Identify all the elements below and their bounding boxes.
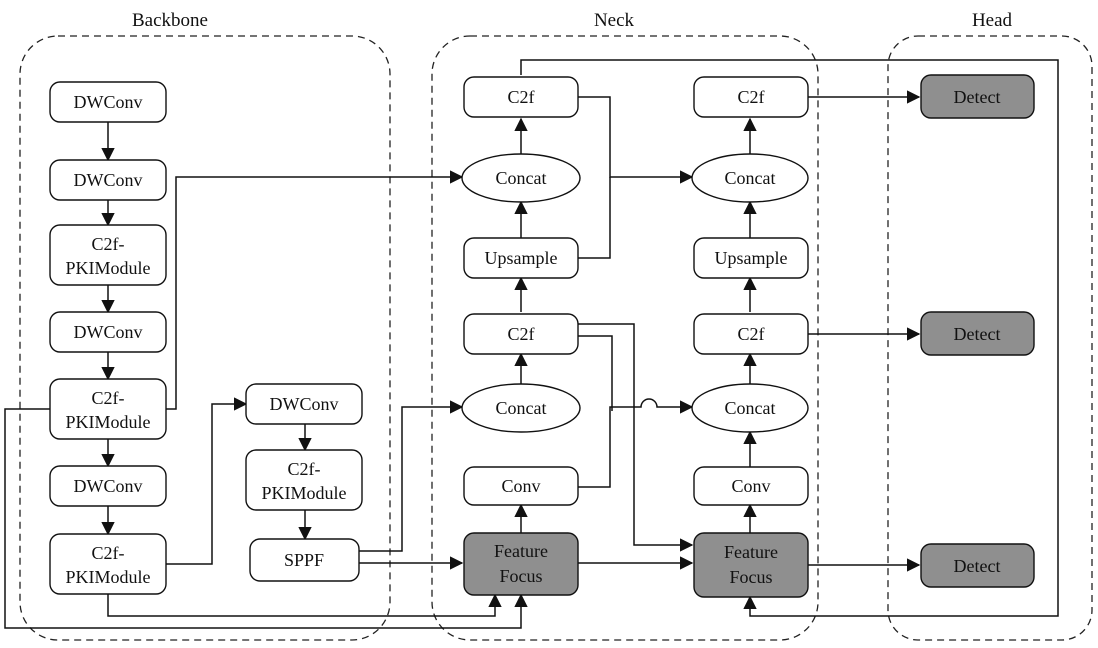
c2f-mid-right-node: C2f	[693, 313, 809, 355]
neck-left-column: C2f Concat Upsample C2f Concat Conv Feat…	[461, 76, 581, 596]
head-title: Head	[972, 10, 1013, 31]
c2f-pki-2-node: C2f- PKIModule	[49, 378, 167, 440]
detect-2-node: Detect	[920, 311, 1035, 356]
c2f-top-right-label: C2f	[738, 87, 765, 107]
edge-c2f-top-left-loop-featurefocus-right	[520, 59, 1059, 617]
concat-mid-right-node: Concat	[691, 383, 809, 433]
conv-right-label: Conv	[731, 476, 770, 496]
head-nodes: Detect Detect Detect	[920, 74, 1035, 588]
edge-conv-left-concat-mid-right	[578, 398, 694, 488]
c2f-pki-4-label-line2: PKIModule	[262, 483, 347, 503]
concat-top-right-label: Concat	[725, 168, 776, 188]
conv-right-node: Conv	[693, 466, 809, 506]
feature-focus-right-label-line2: Focus	[729, 567, 772, 587]
edge-sppf-concat-mid-left	[359, 400, 464, 552]
concat-top-left-node: Concat	[461, 153, 581, 203]
edge-c2fpki2-featurefocus-left	[4, 408, 528, 629]
dwconv-4-label: DWConv	[74, 476, 143, 496]
c2f-pki-1-label-line2: PKIModule	[66, 258, 151, 278]
conv-left-node: Conv	[463, 466, 579, 506]
dwconv-1-node: DWConv	[49, 81, 167, 123]
edges	[4, 59, 1059, 629]
edge-c2fpki3-featurefocus-left-bottom	[107, 593, 502, 617]
c2f-top-left-node: C2f	[463, 76, 579, 118]
concat-mid-right-label: Concat	[725, 398, 776, 418]
feature-focus-right-label-line1: Feature	[724, 542, 778, 562]
concat-mid-left-node: Concat	[461, 383, 581, 433]
c2f-pki-3-label-line1: C2f-	[92, 543, 125, 563]
edge-c2f-top-left-concat-top-right	[578, 96, 694, 184]
edge-c2fpki2-concat-top-left	[166, 170, 464, 410]
feature-focus-left-label-line2: Focus	[499, 566, 542, 586]
edge-c2f-mid-left-featurefocus-right-a	[578, 323, 694, 552]
c2f-pki-3-label-line2: PKIModule	[66, 567, 151, 587]
detect-3-label: Detect	[954, 556, 1001, 576]
edge-c2f-mid-left-featurefocus-right-b	[578, 335, 613, 411]
backbone-title: Backbone	[132, 10, 208, 31]
dwconv-5-label: DWConv	[270, 394, 339, 414]
detect-2-label: Detect	[954, 324, 1001, 344]
concat-mid-left-label: Concat	[496, 398, 547, 418]
dwconv-3-node: DWConv	[49, 311, 167, 353]
neck-title: Neck	[594, 10, 635, 31]
dwconv-2-node: DWConv	[49, 159, 167, 201]
feature-focus-right-node: Feature Focus	[693, 532, 809, 598]
backbone-nodes: DWConv DWConv C2f- PKIModule DWConv C2f-…	[49, 81, 363, 595]
upsample-left-label: Upsample	[485, 248, 558, 268]
feature-focus-left-node: Feature Focus	[463, 532, 579, 596]
conv-left-label: Conv	[501, 476, 540, 496]
upsample-right-label: Upsample	[715, 248, 788, 268]
detect-1-label: Detect	[954, 87, 1001, 107]
c2f-top-left-label: C2f	[508, 87, 535, 107]
dwconv-4-node: DWConv	[49, 465, 167, 507]
c2f-pki-2-label-line2: PKIModule	[66, 412, 151, 432]
c2f-pki-4-label-line1: C2f-	[288, 459, 321, 479]
detect-3-node: Detect	[920, 543, 1035, 588]
edge-c2fpki3-dwconv5	[166, 397, 248, 565]
sppf-label: SPPF	[284, 550, 324, 570]
neck-group: Neck	[431, 10, 819, 641]
dwconv-2-label: DWConv	[74, 170, 143, 190]
feature-focus-left-label-line1: Feature	[494, 541, 548, 561]
c2f-pki-1-label-line1: C2f-	[92, 234, 125, 254]
sppf-node: SPPF	[249, 538, 360, 582]
c2f-pki-3-node: C2f- PKIModule	[49, 533, 167, 595]
upsample-left-node: Upsample	[463, 237, 579, 279]
c2f-mid-left-label: C2f	[508, 324, 535, 344]
c2f-top-right-node: C2f	[693, 76, 809, 118]
backbone-group: Backbone	[19, 10, 391, 641]
c2f-mid-left-node: C2f	[463, 313, 579, 355]
detect-1-node: Detect	[920, 74, 1035, 119]
head-group: Head	[887, 10, 1093, 641]
neck-right-column: C2f Concat Upsample C2f Concat Conv Feat…	[691, 76, 809, 598]
concat-top-left-label: Concat	[496, 168, 547, 188]
dwconv-1-label: DWConv	[74, 92, 143, 112]
upsample-right-node: Upsample	[693, 237, 809, 279]
c2f-mid-right-label: C2f	[738, 324, 765, 344]
edge-upsample-left-concat-top-right	[578, 177, 611, 259]
concat-top-right-node: Concat	[691, 153, 809, 203]
dwconv-5-node: DWConv	[245, 383, 363, 425]
c2f-pki-4-node: C2f- PKIModule	[245, 449, 363, 511]
c2f-pki-1-node: C2f- PKIModule	[49, 224, 167, 286]
c2f-pki-2-label-line1: C2f-	[92, 388, 125, 408]
dwconv-3-label: DWConv	[74, 322, 143, 342]
